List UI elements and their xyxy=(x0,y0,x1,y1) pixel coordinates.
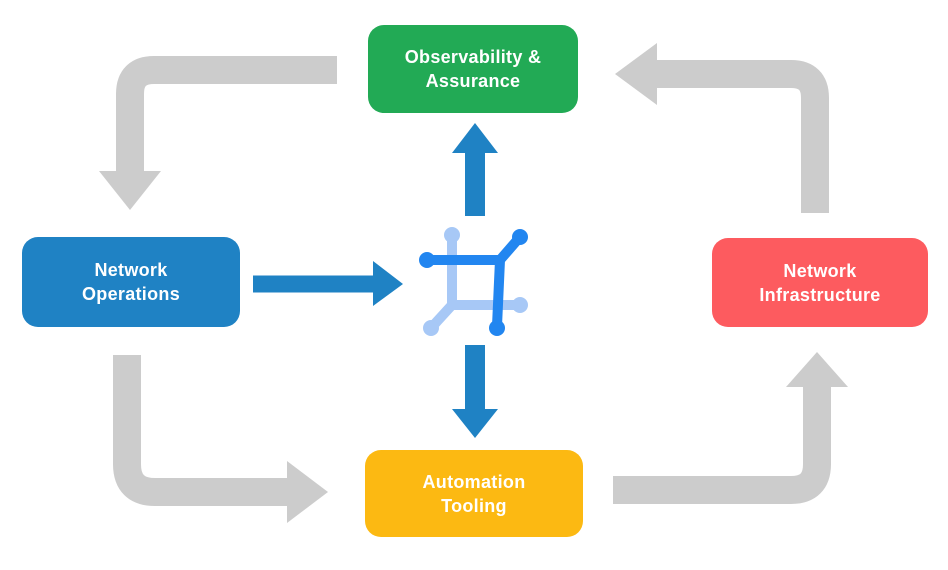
network-nodes-icon xyxy=(419,227,528,336)
node-automation-tooling-label: Automation Tooling xyxy=(422,471,526,516)
node-automation-tooling: Automation Tooling xyxy=(365,450,583,537)
arrow-automation-to-infrastructure xyxy=(613,352,848,504)
arrow-operations-to-center xyxy=(253,261,403,306)
arrow-center-to-automation xyxy=(452,345,498,438)
node-network-infrastructure: Network Infrastructure xyxy=(712,238,928,327)
arrow-observability-to-operations xyxy=(99,56,337,210)
arrow-infrastructure-to-observability xyxy=(615,43,829,213)
node-network-infrastructure-label: Network Infrastructure xyxy=(759,260,881,305)
network-nodes-icon-dark-strands xyxy=(419,229,528,336)
node-network-operations: Network Operations xyxy=(22,237,240,327)
node-observability-assurance-label: Observability & Assurance xyxy=(404,47,542,91)
node-network-operations-label: Network Operations xyxy=(81,260,181,304)
node-observability-assurance: Observability & Assurance xyxy=(368,25,578,113)
arrow-operations-to-automation xyxy=(113,355,328,523)
arrow-center-to-observability xyxy=(452,123,498,216)
